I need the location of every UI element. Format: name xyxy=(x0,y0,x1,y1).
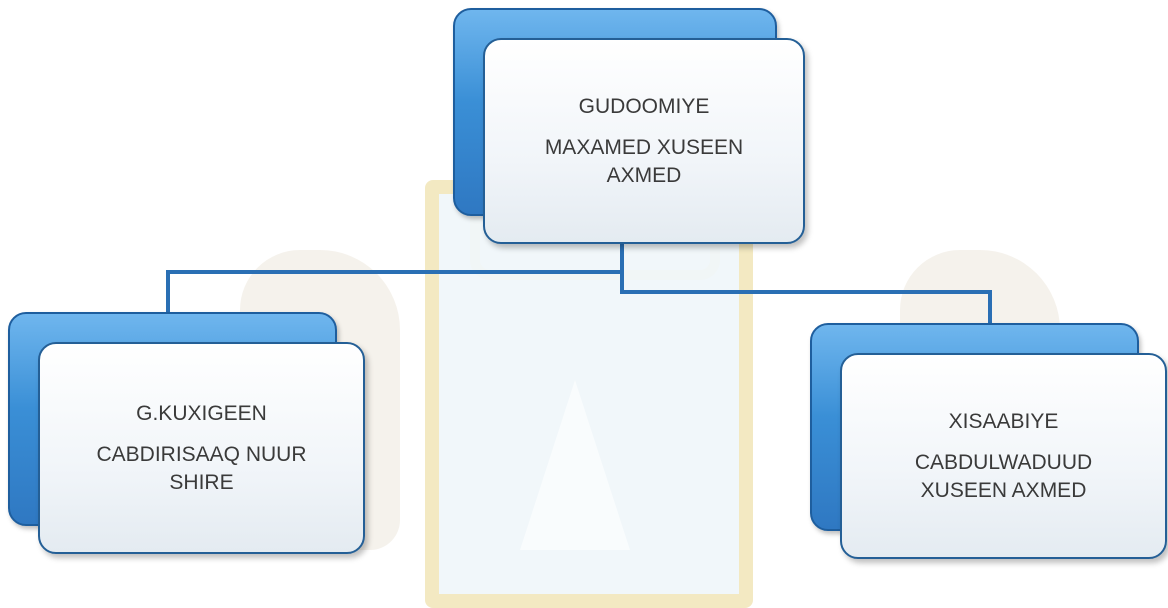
org-node-vice-chairman: G.KUXIGEEN CABDIRISAAQ NUUR SHIRE xyxy=(8,312,365,554)
node-person-name: CABDULWADUUD XUSEEN AXMED xyxy=(914,451,1093,502)
node-card: GUDOOMIYE MAXAMED XUSEEN AXMED xyxy=(483,38,805,244)
node-card: XISAABIYE CABDULWADUUD XUSEEN AXMED xyxy=(840,353,1167,559)
org-node-treasurer: XISAABIYE CABDULWADUUD XUSEEN AXMED xyxy=(810,323,1167,559)
node-person-name: CABDIRISAAQ NUUR SHIRE xyxy=(96,443,307,494)
node-role: XISAABIYE xyxy=(948,410,1059,434)
node-card: G.KUXIGEEN CABDIRISAAQ NUUR SHIRE xyxy=(38,342,365,554)
connector-top-to-right xyxy=(620,272,992,323)
org-node-chairman: GUDOOMIYE MAXAMED XUSEEN AXMED xyxy=(453,8,805,244)
node-person-name: MAXAMED XUSEEN AXMED xyxy=(544,136,744,187)
node-role: GUDOOMIYE xyxy=(578,95,710,119)
connector-lines xyxy=(166,244,992,323)
node-role: G.KUXIGEEN xyxy=(136,402,267,426)
connector-top-to-left xyxy=(166,244,624,312)
